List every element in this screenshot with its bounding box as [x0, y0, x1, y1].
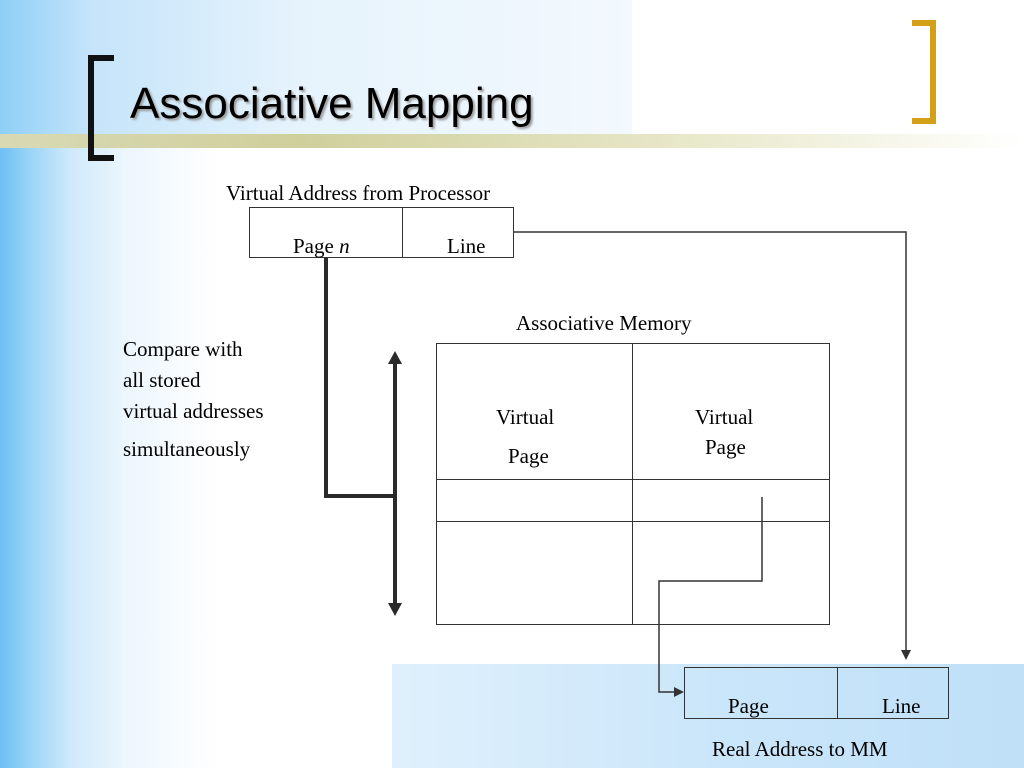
am-col2-line1: Virtual — [695, 405, 754, 429]
real-address-divider — [837, 667, 838, 719]
compare-text-line2: all stored — [123, 368, 201, 392]
associative-memory-row-divider-1 — [436, 479, 830, 480]
va-page-variable: n — [339, 234, 350, 258]
line-to-real-line-connector — [514, 231, 907, 652]
virtual-address-box — [249, 207, 514, 258]
memory-to-real-page-arrowhead — [674, 687, 684, 697]
compare-text-line3: virtual addresses — [123, 399, 264, 423]
associative-memory-column-divider — [632, 343, 633, 625]
compare-arrow-down-head — [388, 603, 402, 616]
am-col1-line1: Virtual — [496, 405, 555, 429]
virtual-address-label: Virtual Address from Processor — [226, 181, 491, 205]
compare-arrow-up-head — [388, 351, 402, 364]
right-bracket-decoration — [912, 20, 936, 124]
va-page-field: Page n — [293, 234, 350, 258]
memory-to-real-page-connector — [658, 497, 763, 693]
page-to-compare-connector — [324, 258, 395, 498]
title-underline-band — [0, 134, 1024, 148]
ra-line-label: Line — [882, 694, 921, 718]
left-bracket-decoration — [88, 55, 114, 161]
va-page-label: Page — [293, 234, 334, 258]
real-address-label: Real Address to MM — [712, 737, 888, 761]
compare-text-line4: simultaneously — [123, 437, 251, 461]
am-col2-line2: Page — [705, 435, 746, 459]
virtual-address-divider — [402, 207, 403, 258]
slide-title: Associative Mapping — [130, 79, 534, 128]
background-gradient-top — [0, 0, 632, 140]
associative-memory-row-divider-2 — [436, 521, 830, 522]
line-to-real-line-arrowhead — [901, 650, 911, 660]
real-address-box — [684, 667, 949, 719]
background-gradient-bottom — [392, 664, 1024, 768]
va-line-label: Line — [447, 234, 486, 258]
ra-page-label: Page — [728, 694, 769, 718]
compare-text-line1: Compare with — [123, 337, 243, 361]
am-col1-line2: Page — [508, 444, 549, 468]
associative-memory-label: Associative Memory — [516, 311, 692, 335]
associative-memory-table — [436, 343, 830, 625]
